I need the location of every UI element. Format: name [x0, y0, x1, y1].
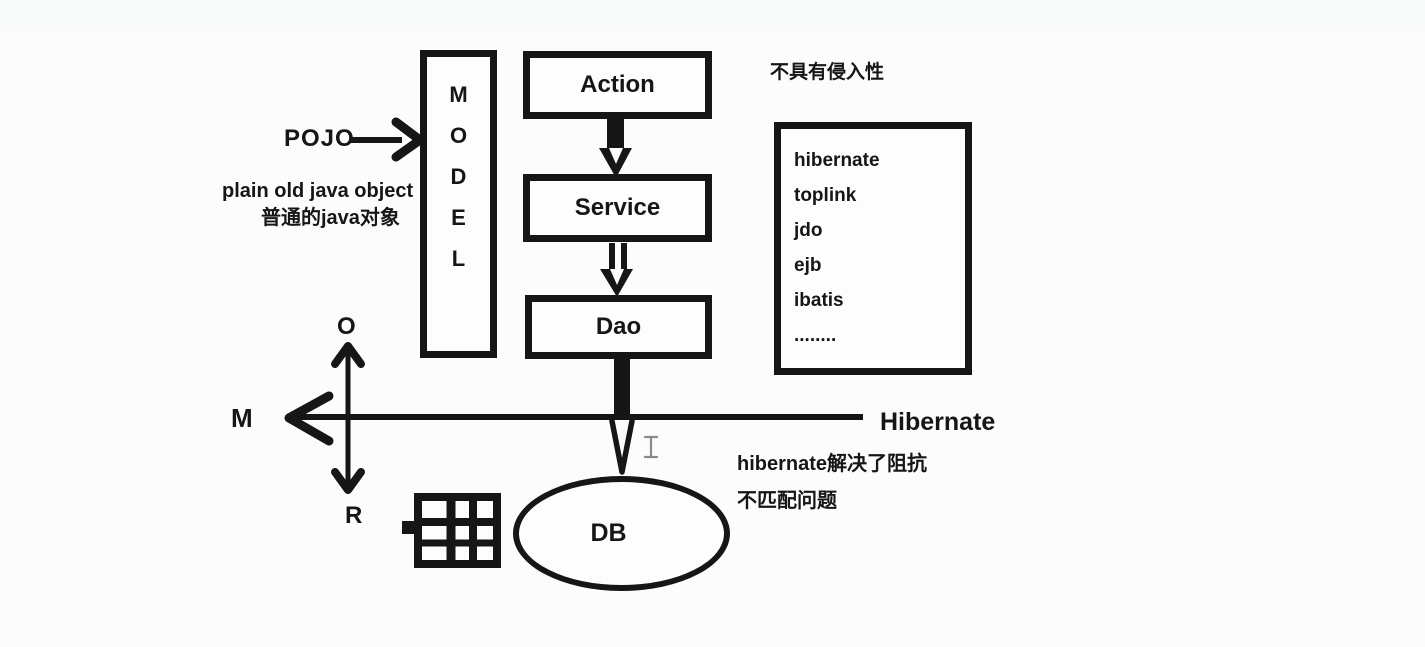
framework-item: toplink	[794, 185, 857, 206]
pojo-label: POJO	[284, 125, 355, 152]
model-letter: D	[450, 164, 467, 189]
impedance-note-line1: hibernate解决了阻抗	[737, 453, 928, 475]
framework-item: jdo	[794, 220, 823, 241]
model-letter: M	[449, 82, 468, 107]
model-letter: O	[449, 123, 468, 148]
framework-item: ibatis	[794, 290, 844, 311]
impedance-note-line2: 不匹配问题	[737, 490, 837, 512]
dao-label: Dao	[595, 313, 642, 340]
framework-item: hibernate	[794, 150, 880, 171]
non-invasive-note: 不具有侵入性	[770, 62, 885, 83]
action-box: Action	[523, 51, 712, 119]
orm-frameworks-list: hibernate toplink jdo ejb ibatis .......…	[794, 143, 964, 353]
framework-item: ejb	[794, 255, 822, 276]
framework-item: ........	[794, 325, 837, 346]
model-letter: L	[451, 246, 466, 271]
db-ellipse: DB	[513, 476, 730, 591]
model-box	[420, 50, 497, 358]
action-label: Action	[580, 71, 655, 98]
service-label: Service	[574, 194, 661, 221]
background-band	[0, 0, 1425, 30]
model-letters: M O D E L	[420, 50, 497, 358]
m-axis-label: M	[231, 403, 253, 433]
model-letter: E	[451, 205, 466, 230]
o-axis-label: O	[337, 313, 356, 340]
orm-frameworks-box	[774, 122, 972, 375]
pojo-description-zh: 普通的java对象	[261, 207, 400, 229]
hibernate-axis-label: Hibernate	[880, 408, 996, 436]
db-label: DB	[590, 519, 627, 547]
r-axis-label: R	[345, 502, 363, 529]
pojo-description-en: plain old java object	[222, 180, 414, 202]
dao-box: Dao	[525, 295, 712, 359]
